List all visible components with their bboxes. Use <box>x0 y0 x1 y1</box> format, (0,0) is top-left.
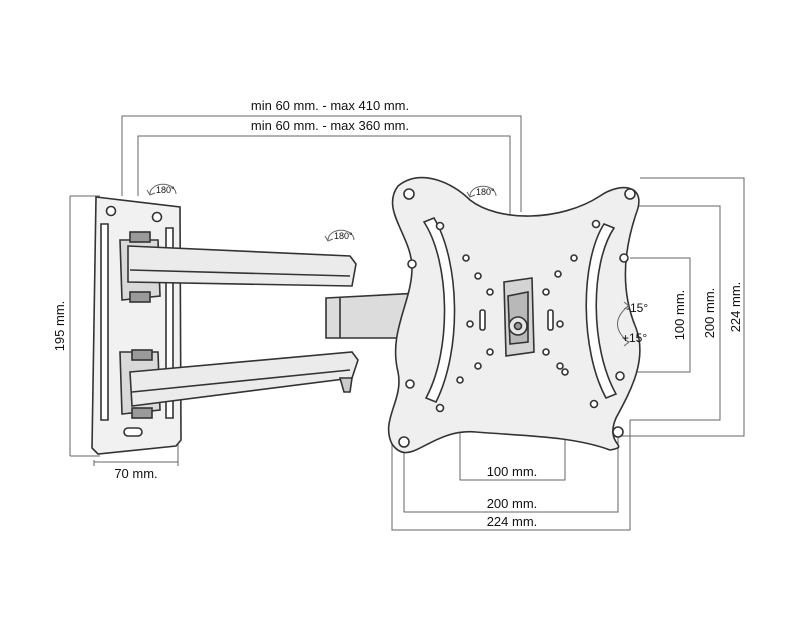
dimension-lines <box>69 115 745 531</box>
svg-text:+15°: +15° <box>622 331 647 345</box>
arm-max-extension-label: min 60 mm. - max 410 mm. <box>251 98 409 113</box>
vesa-v-200-label: 200 mm. <box>702 288 717 339</box>
vesa-plate <box>387 176 641 454</box>
svg-text:-15°: -15° <box>626 301 648 315</box>
vesa-v-224-label: 224 mm. <box>728 282 743 333</box>
plate-swivel-icon: 180° <box>466 185 497 198</box>
arm-min-extension-label: min 60 mm. - max 360 mm. <box>251 118 409 133</box>
vesa-v-100-label: 100 mm. <box>672 290 687 341</box>
tilt-icon: -15° +15° <box>617 301 648 347</box>
svg-text:180°: 180° <box>476 187 495 197</box>
wall-plate <box>91 196 182 455</box>
wall-plate-depth-label: 70 mm. <box>114 466 157 481</box>
arm-swivel-icon: 180° <box>324 229 355 242</box>
wall-swivel-icon: 180° <box>146 183 177 196</box>
svg-text:180°: 180° <box>334 231 353 241</box>
vesa-h-100-label: 100 mm. <box>487 464 538 479</box>
wall-plate-height-label: 195 mm. <box>52 301 67 352</box>
vesa-h-200-label: 200 mm. <box>487 496 538 511</box>
svg-text:180°: 180° <box>156 185 175 195</box>
vesa-h-224-label: 224 mm. <box>487 514 538 529</box>
